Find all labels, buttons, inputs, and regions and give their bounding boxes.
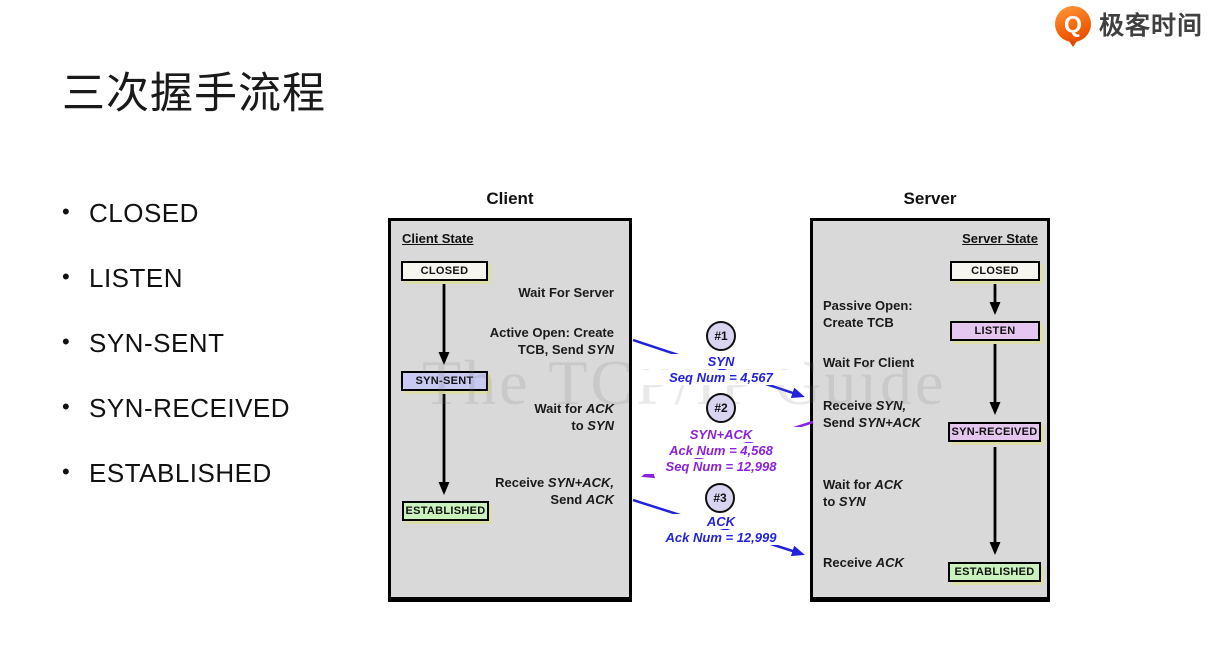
state-list: CLOSED LISTEN SYN-SENT SYN-RECEIVED ESTA… <box>62 198 290 523</box>
list-item-syn-received: SYN-RECEIVED <box>62 393 290 424</box>
annotation-wait-for-client: Wait For Client <box>823 354 914 371</box>
client-title: Client <box>486 189 534 208</box>
client-state-box-closed: CLOSED <box>401 261 488 281</box>
annotation-line: TCB, Send SYN <box>517 342 614 357</box>
server-state-box-established: ESTABLISHED <box>948 562 1041 582</box>
annotation-wait-for-ack: Wait for ACK to SYN <box>534 400 614 434</box>
server-state-box-syn-received: SYN-RECEIVED <box>948 422 1041 442</box>
annotation-line: Receive SYN+ACK, <box>495 475 614 490</box>
server-state-box-closed: CLOSED <box>950 261 1040 281</box>
annotation-line: Receive ACK <box>823 555 904 570</box>
message-2-badge: #2 <box>706 393 736 423</box>
geektime-logo-icon: Q <box>1055 6 1091 47</box>
list-item-established: ESTABLISHED <box>62 458 290 489</box>
annotation-line: Wait For Client <box>823 355 915 370</box>
annotation-receive-ack: Receive ACK <box>823 554 904 571</box>
annotation-line: Wait for ACK <box>823 477 903 492</box>
annotation-line: to SYN <box>823 494 866 509</box>
annotation-receive-syn: Receive SYN, Send SYN+ACK <box>823 397 921 431</box>
annotation-line: Create TCB <box>823 315 894 330</box>
annotation-line: Receive SYN, <box>823 398 907 413</box>
logo-tail <box>1069 41 1077 47</box>
message-2-name: SYN+ACK <box>638 427 804 442</box>
list-item-syn-sent: SYN-SENT <box>62 328 290 359</box>
message-1-name: SYN <box>638 354 804 369</box>
brand-name: 极客时间 <box>1099 12 1204 40</box>
server-state-heading: Server State <box>962 231 1038 246</box>
client-state-box-syn-sent: SYN-SENT <box>401 371 488 391</box>
message-2-detail-ack: Ack Num = 4,568 <box>638 443 804 458</box>
annotation-passive-open: Passive Open: Create TCB <box>823 297 913 331</box>
message-2-detail-seq: Seq Num = 12,998 <box>638 459 804 474</box>
message-3-name: ACK <box>638 514 804 529</box>
annotation-wait-for-server: Wait For Server <box>518 284 614 301</box>
annotation-line: Send ACK <box>550 492 614 507</box>
annotation-line: to SYN <box>571 418 614 433</box>
annotation-line: Wait For Server <box>518 285 614 300</box>
list-item-closed: CLOSED <box>62 198 290 229</box>
server-state-box-listen: LISTEN <box>950 321 1040 341</box>
client-state-box-established: ESTABLISHED <box>402 501 489 521</box>
annotation-wait-for-ack: Wait for ACK to SYN <box>823 476 903 510</box>
server-title: Server <box>903 189 957 208</box>
message-1-detail: Seq Num = 4,567 <box>638 370 804 385</box>
list-item-listen: LISTEN <box>62 263 290 294</box>
annotation-receive-synack: Receive SYN+ACK, Send ACK <box>495 474 614 508</box>
client-state-heading: Client State <box>402 231 474 246</box>
brand: Q 极客时间 <box>1055 4 1204 47</box>
server-panel: Server State CLOSED LISTEN SYN-RECEIVED … <box>810 218 1050 602</box>
page-title: 三次握手流程 <box>62 69 326 118</box>
annotation-line: Active Open: Create <box>489 325 614 340</box>
annotation-line: Wait for ACK <box>534 401 614 416</box>
client-panel: Client State CLOSED SYN-SENT ESTABLISHED… <box>388 218 632 602</box>
annotation-line: Passive Open: <box>823 298 913 313</box>
annotation-line: Send SYN+ACK <box>823 415 921 430</box>
message-3-badge: #3 <box>705 483 735 513</box>
message-1-badge: #1 <box>706 321 736 351</box>
message-3-detail: Ack Num = 12,999 <box>638 530 804 545</box>
logo-q-glyph: Q <box>1064 11 1082 37</box>
